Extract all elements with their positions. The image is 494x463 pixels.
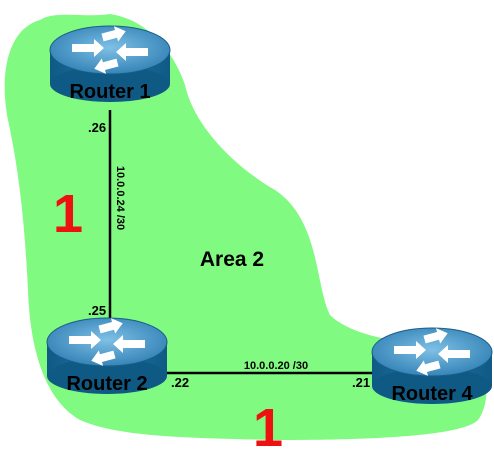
area-label: Area 2 <box>200 248 264 271</box>
router-2-label: Router 2 <box>66 373 147 395</box>
cost-label-r1-r2: 1 <box>53 184 83 244</box>
r4-interface-label: .21 <box>352 375 370 390</box>
subnet-label-r1-r2: 10.0.0.24 /30 <box>114 166 126 230</box>
router-2[interactable]: Router 2 <box>46 315 168 395</box>
r2-interface-label-horizontal: .22 <box>171 375 189 390</box>
router-1-label: Router 1 <box>69 81 150 103</box>
router-4-label: Router 4 <box>391 383 473 405</box>
cost-label-r2-r4: 1 <box>253 398 283 458</box>
router-1[interactable]: Router 1 <box>49 23 171 103</box>
router-4[interactable]: Router 4 <box>371 325 493 405</box>
r1-interface-label: .26 <box>88 120 106 135</box>
r2-interface-label-vertical: .25 <box>88 303 106 318</box>
subnet-label-r2-r4: 10.0.0.20 /30 <box>244 360 308 372</box>
